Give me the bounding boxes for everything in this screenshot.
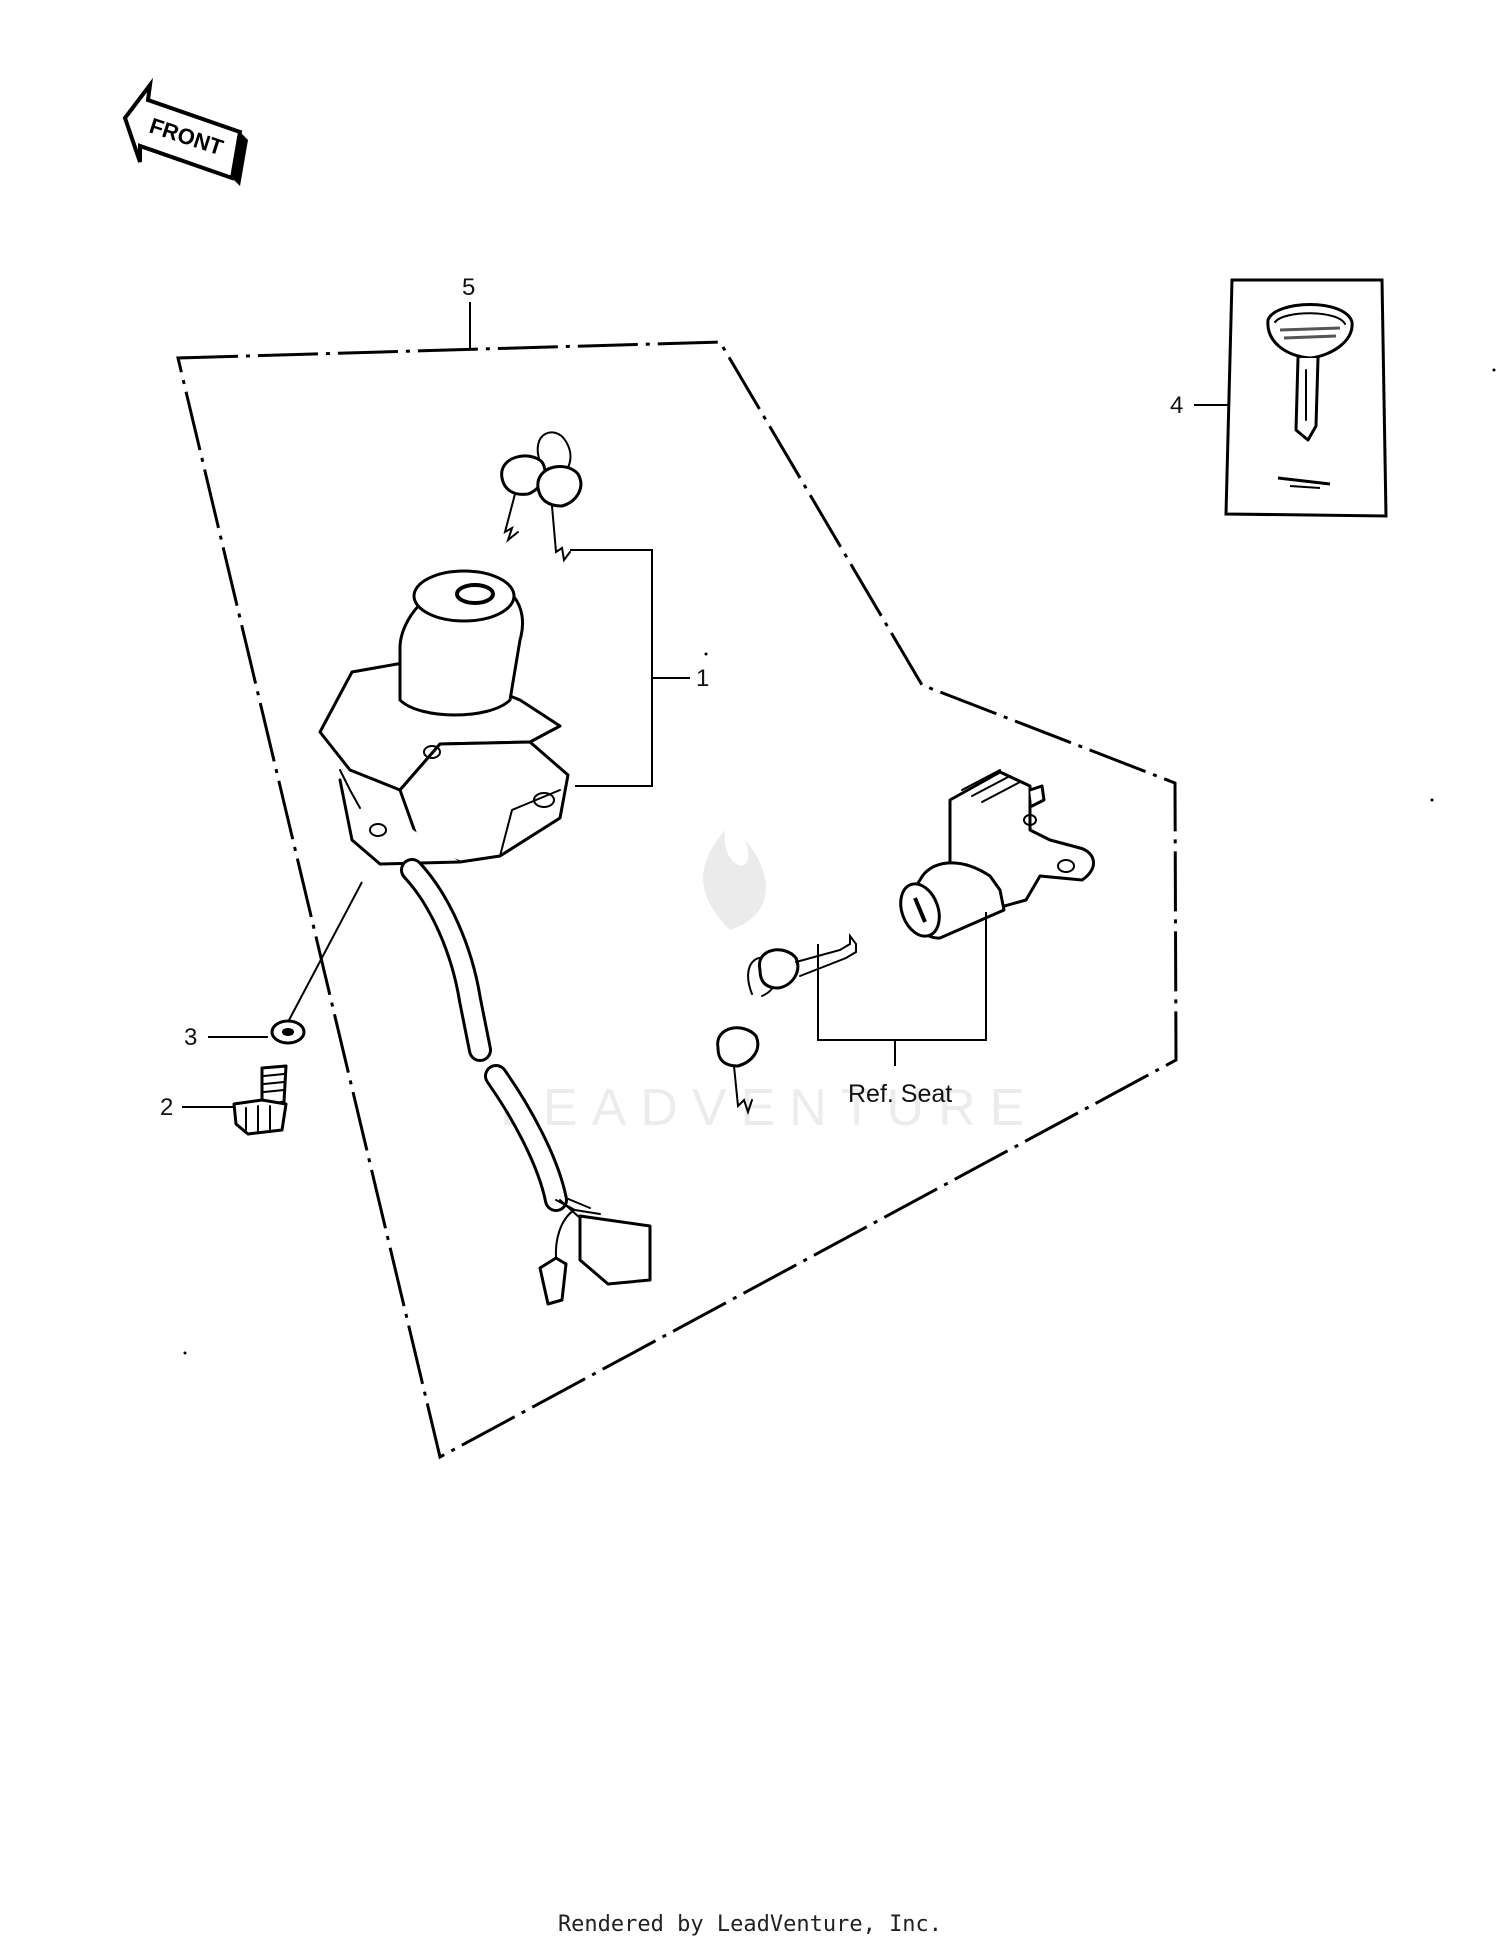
seat-lock-icon [899, 769, 1095, 940]
callout-3: 3 [184, 1024, 197, 1051]
watermark: LEADVENTURE [500, 1079, 1038, 1137]
ref-seat-label: Ref. Seat [848, 1080, 952, 1108]
callout-2: 2 [160, 1094, 173, 1121]
stray-dot [1492, 368, 1496, 372]
callout-5: 5 [462, 274, 475, 301]
front-arrow-icon: FRONT [122, 77, 248, 186]
stray-dot [183, 1351, 187, 1355]
ignition-keys-icon [500, 431, 583, 563]
callout-4: 4 [1170, 392, 1183, 419]
stray-dot [1430, 798, 1434, 802]
ref-seat-bracket [817, 912, 987, 1041]
footer-credit: Rendered by LeadVenture, Inc. [557, 1912, 943, 1937]
callout-bracket-1 [570, 549, 653, 787]
ignition-switch-icon [318, 569, 652, 1306]
kit-outline [176, 340, 1178, 1460]
washer-icon [270, 1019, 306, 1045]
key-blank-item [1224, 278, 1388, 518]
screw-icon [232, 1064, 288, 1136]
stray-dot [704, 652, 708, 656]
watermark-logo-icon [703, 830, 766, 930]
seat-keys-icon [716, 933, 857, 1116]
callout-1: 1 [696, 665, 709, 692]
leader-line-mount [287, 881, 363, 1023]
